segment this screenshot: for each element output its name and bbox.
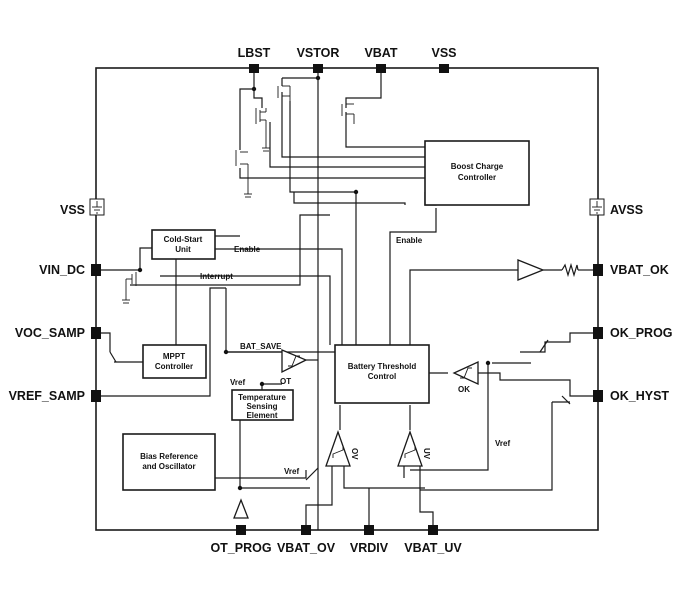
pin-label-vbat: VBAT bbox=[364, 46, 397, 60]
svg-text:and Oscillator: and Oscillator bbox=[142, 462, 195, 471]
svg-text:Temperature: Temperature bbox=[238, 393, 286, 402]
svg-text:Controller: Controller bbox=[155, 362, 193, 371]
ot-comparator-icon bbox=[281, 349, 308, 374]
vss-left-ground-icon bbox=[89, 198, 105, 216]
signal-ov: OV bbox=[350, 448, 359, 460]
pin-vstor bbox=[313, 64, 323, 73]
vbat-ok-buffer-icon bbox=[517, 259, 545, 281]
avss-right-ground-icon bbox=[589, 198, 605, 216]
ov-comparator-icon bbox=[325, 430, 351, 467]
pin-label-vstor: VSTOR bbox=[297, 46, 340, 60]
transistor-vbat-icon bbox=[341, 103, 355, 124]
temperature-sensing-element: Temperature Sensing Element bbox=[231, 389, 294, 421]
switch-vref-icon bbox=[305, 467, 319, 481]
pin-vbat-ov bbox=[301, 525, 311, 535]
pin-label-avss: AVSS bbox=[610, 203, 643, 217]
ok-comparator-icon bbox=[452, 360, 479, 386]
pin-label-vbat-ov: VBAT_OV bbox=[277, 541, 336, 555]
pin-label-voc-samp: VOC_SAMP bbox=[15, 326, 85, 340]
pin-label-ot-prog: OT_PROG bbox=[210, 541, 271, 555]
svg-text:MPPT: MPPT bbox=[163, 352, 185, 361]
signal-ok: OK bbox=[458, 385, 470, 394]
signal-ot: OT bbox=[280, 377, 291, 386]
svg-text:Element: Element bbox=[246, 411, 277, 420]
pin-vref-samp bbox=[91, 390, 101, 402]
pin-vbat-ok bbox=[593, 264, 603, 276]
bottom-pins: OT_PROG VBAT_OV VRDIV VBAT_UV bbox=[210, 525, 462, 555]
transistor-cold-icon bbox=[235, 150, 252, 198]
pin-label-vss-top: VSS bbox=[431, 46, 456, 60]
signal-bat-save: BAT_SAVE bbox=[240, 342, 282, 351]
transistor-vstor-icon bbox=[277, 85, 291, 101]
svg-text:Unit: Unit bbox=[175, 245, 191, 254]
switch-voc-icon bbox=[109, 351, 117, 363]
boost-charge-controller: Boost Charge Controller bbox=[424, 140, 530, 206]
transistor-lbst-icon bbox=[255, 108, 270, 152]
junctions bbox=[137, 75, 491, 491]
pin-vbat bbox=[376, 64, 386, 73]
switch-ok-prog-icon bbox=[539, 339, 549, 353]
ot-prog-buffer-icon bbox=[233, 498, 249, 519]
pin-ok-hyst bbox=[593, 390, 603, 402]
pin-vss-top bbox=[439, 64, 449, 73]
pin-lbst bbox=[249, 64, 259, 73]
wiring bbox=[101, 73, 593, 530]
svg-text:Sensing: Sensing bbox=[246, 402, 277, 411]
pin-label-ok-prog: OK_PROG bbox=[610, 326, 673, 340]
top-pins: LBST VSTOR VBAT VSS bbox=[238, 46, 457, 73]
pin-label-lbst: LBST bbox=[238, 46, 271, 60]
svg-text:Bias Reference: Bias Reference bbox=[140, 452, 198, 461]
left-pins: VSS VIN_DC VOC_SAMP VREF_SAMP bbox=[9, 203, 101, 403]
right-pins: AVSS VBAT_OK OK_PROG OK_HYST bbox=[593, 203, 673, 403]
pin-label-vrdiv: VRDIV bbox=[350, 541, 389, 555]
signal-uv: UV bbox=[422, 448, 431, 460]
svg-text:Boost Charge: Boost Charge bbox=[451, 162, 504, 171]
cold-start-unit: Cold-Start Unit bbox=[151, 229, 216, 260]
pin-label-vbat-uv: VBAT_UV bbox=[404, 541, 462, 555]
signal-vref-temp: Vref bbox=[230, 378, 245, 387]
pin-label-vbat-ok: VBAT_OK bbox=[610, 263, 669, 277]
bias-reference-oscillator: Bias Reference and Oscillator bbox=[122, 433, 216, 491]
resistor-icon bbox=[561, 262, 579, 278]
pin-label-ok-hyst: OK_HYST bbox=[610, 389, 669, 403]
signal-enable-boost: Enable bbox=[396, 236, 423, 245]
svg-text:Cold-Start: Cold-Start bbox=[164, 235, 203, 244]
signal-vref-right: Vref bbox=[495, 439, 510, 448]
battery-threshold-control: Battery Threshold Control bbox=[334, 344, 430, 404]
svg-text:Battery Threshold: Battery Threshold bbox=[348, 362, 417, 371]
switch-ok-hyst-icon bbox=[561, 395, 571, 405]
pin-ok-prog bbox=[593, 327, 603, 339]
pin-vin-dc bbox=[91, 264, 101, 276]
pin-label-vref-samp: VREF_SAMP bbox=[9, 389, 85, 403]
svg-text:Control: Control bbox=[368, 372, 396, 381]
pin-ot-prog bbox=[236, 525, 246, 535]
switch-icons bbox=[109, 339, 571, 481]
pin-voc-samp bbox=[91, 327, 101, 339]
signal-vref-bias: Vref bbox=[284, 467, 299, 476]
pin-label-vin-dc: VIN_DC bbox=[39, 263, 85, 277]
signal-enable-cold: Enable bbox=[234, 245, 261, 254]
svg-text:Controller: Controller bbox=[458, 173, 496, 182]
uv-comparator-icon bbox=[397, 430, 423, 467]
transistor-icons bbox=[122, 85, 355, 304]
signal-interrupt: Interrupt bbox=[200, 272, 233, 281]
pin-vbat-uv bbox=[428, 525, 438, 535]
pin-label-vss-left: VSS bbox=[60, 203, 85, 217]
mppt-controller: MPPT Controller bbox=[142, 344, 207, 379]
pin-vrdiv bbox=[364, 525, 374, 535]
transistor-vin-icon bbox=[122, 272, 137, 304]
chip-outline bbox=[95, 67, 599, 531]
